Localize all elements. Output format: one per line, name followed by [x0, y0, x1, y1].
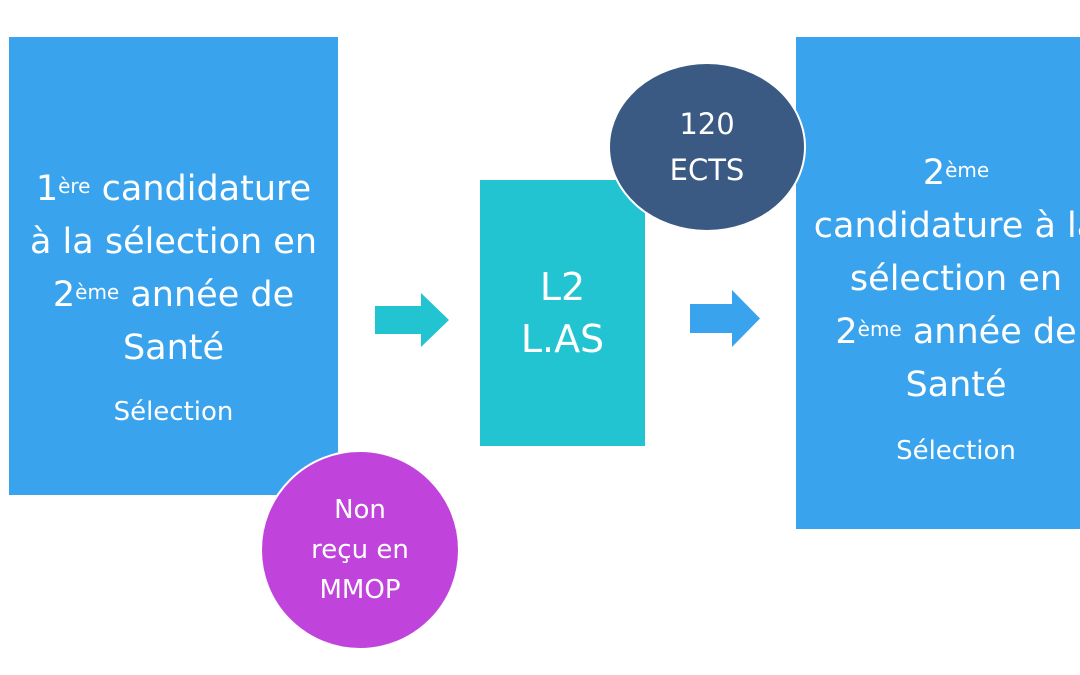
first-application-line-3: 2ème année de — [53, 269, 294, 322]
l2-label: L2 — [539, 265, 586, 309]
not-admitted-line-1: Non — [334, 495, 386, 525]
first-application-line-1-superscript: ère — [58, 174, 91, 198]
ects-circle: 120 ECTS — [608, 62, 806, 232]
first-application-line-2: à la sélection en — [29, 222, 318, 262]
first-application-line-4: Santé — [122, 328, 225, 368]
first-application-line-3-number: 2 — [52, 275, 76, 315]
first-application-line-1: 1ère candidature — [36, 163, 311, 216]
second-application-line-1: 2ème — [923, 147, 989, 200]
ects-label: ECTS — [669, 153, 745, 187]
second-application-line-3: sélection en — [849, 259, 1063, 299]
first-application-line-1-text: candidature — [90, 169, 312, 209]
ects-number: 120 — [679, 107, 735, 141]
first-application-line-1-number: 1 — [35, 169, 59, 209]
not-admitted-line-2: reçu en — [311, 535, 409, 565]
arrow-2-shape — [690, 290, 760, 347]
first-application-line-3-text: année de — [119, 275, 295, 315]
not-admitted-circle: Non reçu en MMOP — [260, 450, 460, 650]
second-application-line-4-number: 2 — [835, 312, 858, 352]
first-application-box: 1ère candidature à la sélection en 2ème … — [9, 37, 338, 495]
las-label: L.AS — [520, 317, 605, 361]
second-application-line-4: 2ème année de — [835, 306, 1076, 359]
first-application-line-3-superscript: ème — [75, 280, 120, 304]
second-application-line-5: Santé — [905, 365, 1007, 405]
right-arrow-icon — [375, 293, 449, 347]
l2-las-box: L2 L.AS — [480, 180, 645, 446]
arrow-1-shape — [375, 293, 449, 347]
second-application-line-1-number: 2 — [922, 153, 946, 193]
second-application-line-4-text: année de — [901, 312, 1077, 352]
second-application-box: 2ème candidature à la sélection en 2ème … — [796, 37, 1080, 529]
right-arrow-icon — [690, 290, 760, 347]
second-application-line-2: candidature à la — [813, 206, 1080, 246]
second-application-line-1-superscript: ème — [945, 158, 990, 182]
first-application-selection-label: Sélection — [113, 397, 234, 427]
second-application-line-4-superscript: ème — [857, 317, 902, 341]
not-admitted-line-3: MMOP — [319, 575, 401, 605]
second-application-selection-label: Sélection — [896, 436, 1016, 466]
